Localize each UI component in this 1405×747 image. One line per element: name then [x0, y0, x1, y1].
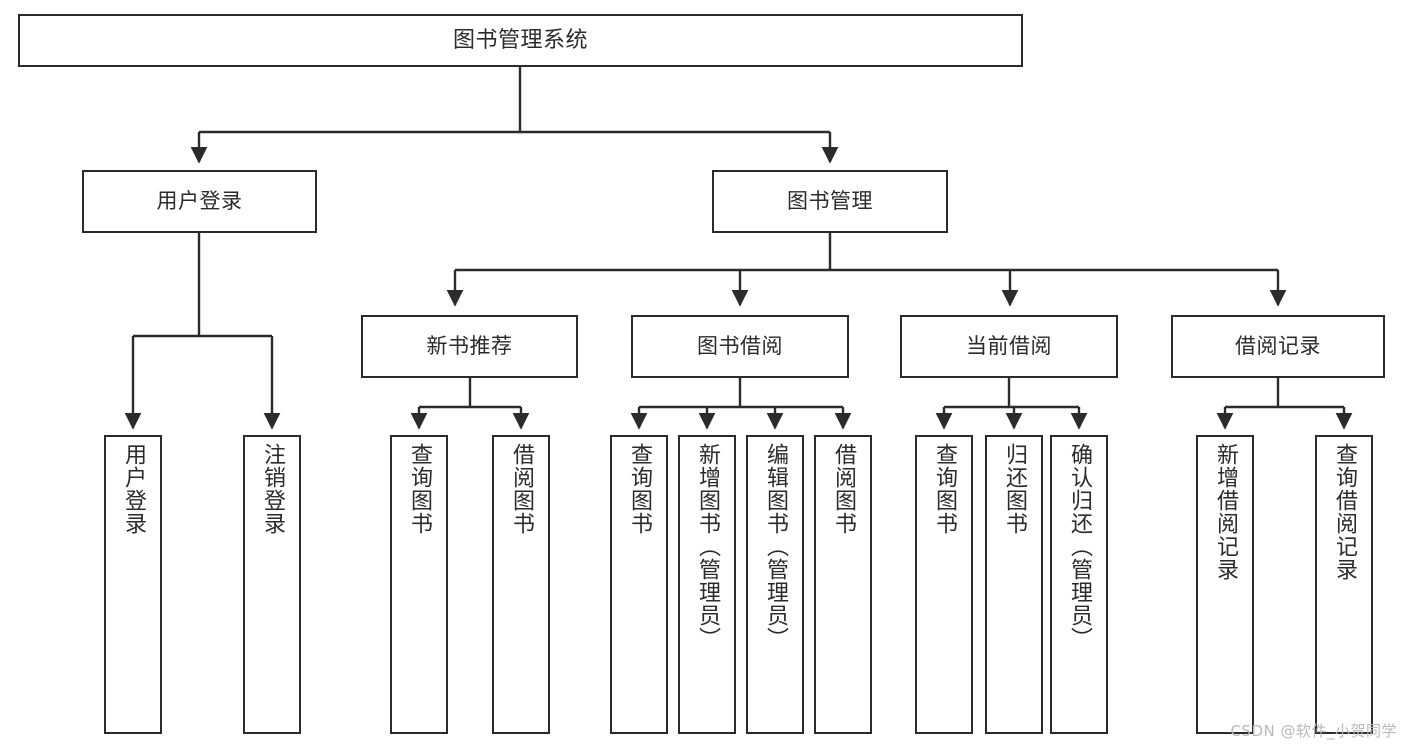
- leaf-borrow-edit-book-admin[interactable]: 编辑图书（管理员）: [746, 435, 804, 734]
- leaf-borrow-add-book-admin[interactable]: 新增图书（管理员）: [678, 435, 736, 734]
- node-label: 图书借阅: [697, 334, 783, 359]
- node-label: 归还图书: [1002, 443, 1027, 535]
- node-label: 查询图书: [407, 443, 432, 535]
- node-label: 新增借阅记录: [1213, 443, 1238, 581]
- node-label: 新增图书（管理员）: [695, 443, 720, 650]
- node-user-login[interactable]: 用户登录: [82, 170, 317, 233]
- watermark-text: CSDN @软件_小贺同学: [1230, 722, 1397, 740]
- node-label: 图书管理: [787, 189, 873, 214]
- node-current-borrow[interactable]: 当前借阅: [900, 315, 1118, 378]
- leaf-user-login-signout[interactable]: 注销登录: [243, 435, 301, 734]
- leaf-recommend-borrow-book[interactable]: 借阅图书: [492, 435, 550, 734]
- node-borrow-record[interactable]: 借阅记录: [1171, 315, 1385, 378]
- leaf-current-confirm-return-admin[interactable]: 确认归还（管理员）: [1050, 435, 1108, 734]
- node-label: 注销登录: [260, 443, 285, 535]
- node-label: 编辑图书（管理员）: [763, 443, 788, 650]
- node-label: 当前借阅: [966, 334, 1052, 359]
- node-label: 借阅图书: [509, 443, 534, 535]
- node-label: 借阅图书: [831, 443, 856, 535]
- node-label: 查询图书: [932, 443, 957, 535]
- node-label: 借阅记录: [1235, 334, 1321, 359]
- node-label: 用户登录: [121, 443, 146, 535]
- leaf-current-return-book[interactable]: 归还图书: [985, 435, 1043, 734]
- leaf-record-query-record[interactable]: 查询借阅记录: [1315, 435, 1373, 734]
- leaf-borrow-borrow-book[interactable]: 借阅图书: [814, 435, 872, 734]
- leaf-recommend-query-book[interactable]: 查询图书: [390, 435, 448, 734]
- node-label: 新书推荐: [426, 334, 513, 359]
- node-label: 查询图书: [627, 443, 652, 535]
- leaf-record-add-record[interactable]: 新增借阅记录: [1196, 435, 1254, 734]
- node-label: 图书管理系统: [452, 27, 588, 53]
- node-root-system[interactable]: 图书管理系统: [18, 14, 1023, 67]
- leaf-user-login-signin[interactable]: 用户登录: [104, 435, 162, 734]
- node-book-management[interactable]: 图书管理: [712, 170, 948, 233]
- node-label: 查询借阅记录: [1332, 443, 1357, 581]
- node-label: 用户登录: [156, 189, 243, 214]
- node-label: 确认归还（管理员）: [1067, 443, 1092, 650]
- node-book-borrow[interactable]: 图书借阅: [631, 315, 849, 378]
- node-new-book-recommend[interactable]: 新书推荐: [361, 315, 578, 378]
- leaf-current-query-book[interactable]: 查询图书: [915, 435, 973, 734]
- leaf-borrow-query-book[interactable]: 查询图书: [610, 435, 668, 734]
